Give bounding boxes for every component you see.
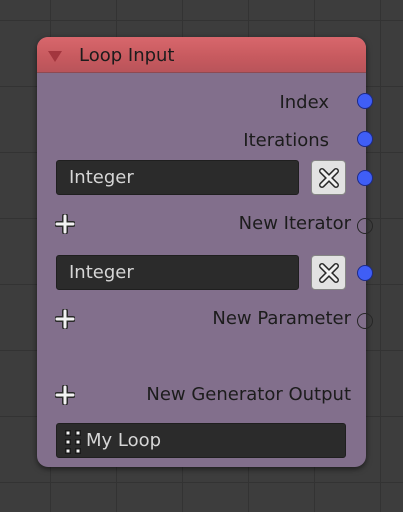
loop-name-value: My Loop [86, 430, 162, 451]
output-socket-index[interactable] [357, 93, 373, 109]
iterator-type-value: Integer [69, 167, 134, 188]
output-socket-iterations[interactable] [357, 131, 373, 147]
remove-iterator-button[interactable] [311, 160, 346, 195]
output-socket-new-iterator[interactable] [357, 218, 373, 234]
parameter-type-value: Integer [69, 262, 134, 283]
x-icon [319, 168, 339, 188]
output-label-index: Index [279, 92, 329, 113]
collapse-icon[interactable] [48, 51, 62, 62]
loop-name-field[interactable]: My Loop [56, 423, 346, 458]
plus-icon [55, 214, 75, 234]
plus-icon [55, 385, 75, 405]
remove-parameter-button[interactable] [311, 255, 346, 290]
new-iterator-label: New Iterator [238, 213, 351, 234]
new-generator-output-button[interactable]: New Generator Output [55, 381, 351, 411]
new-parameter-label: New Parameter [212, 308, 351, 329]
iterator-type-field[interactable]: Integer [56, 160, 299, 195]
output-socket-new-parameter[interactable] [357, 313, 373, 329]
new-parameter-button[interactable]: New Parameter [55, 305, 351, 335]
new-iterator-button[interactable]: New Iterator [55, 210, 351, 240]
parameter-type-field[interactable]: Integer [56, 255, 299, 290]
loop-input-node[interactable]: Loop Input Index Iterations Integer New … [37, 37, 366, 467]
output-label-iterations: Iterations [243, 130, 329, 151]
output-socket-parameter[interactable] [357, 265, 373, 281]
drag-handle-icon[interactable] [64, 429, 84, 455]
node-title: Loop Input [79, 45, 175, 66]
plus-icon [55, 309, 75, 329]
x-icon [319, 263, 339, 283]
output-socket-iterator[interactable] [357, 170, 373, 186]
node-header[interactable]: Loop Input [37, 37, 366, 73]
new-generator-output-label: New Generator Output [146, 384, 351, 405]
